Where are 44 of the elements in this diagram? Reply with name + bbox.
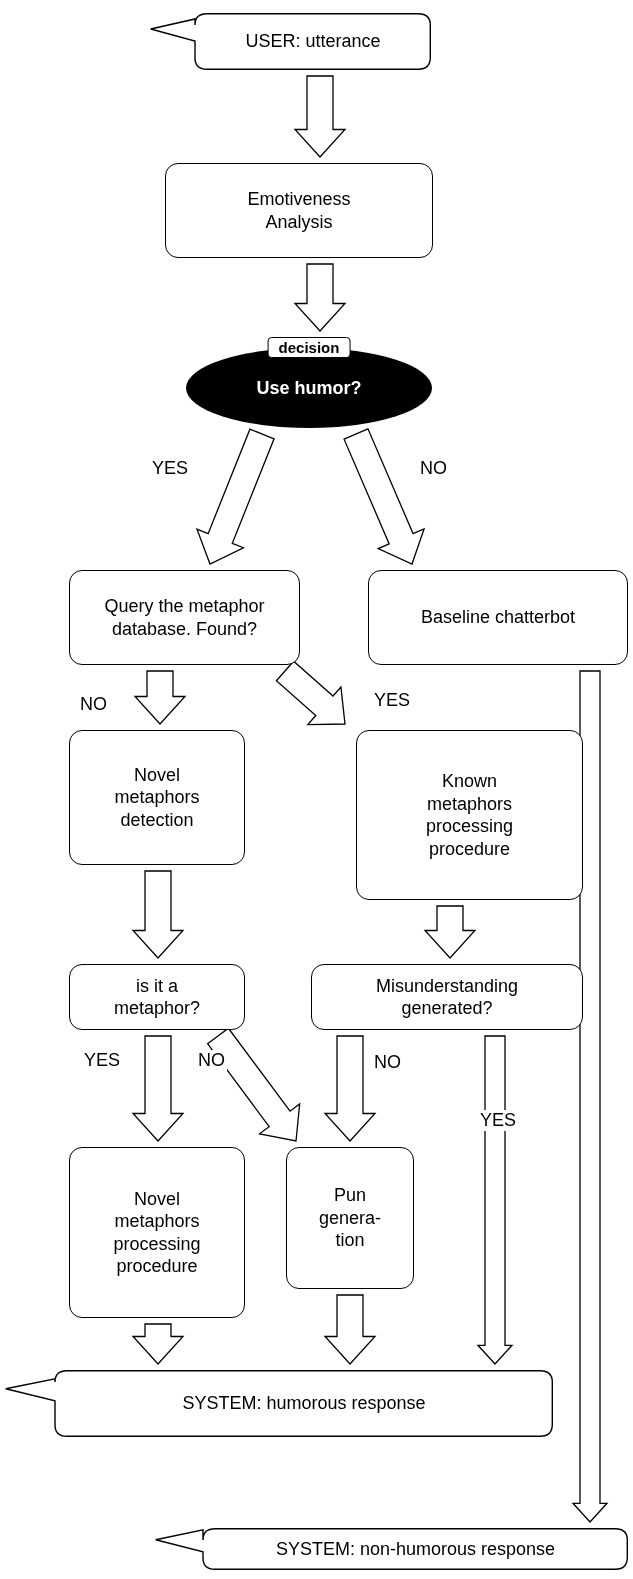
process-box — [165, 163, 433, 258]
process-box — [286, 1147, 414, 1289]
block-arrow — [195, 428, 275, 565]
box-text: Emotiveness Analysis — [246, 188, 352, 233]
block-arrow — [323, 1035, 377, 1142]
process-box — [69, 1147, 245, 1318]
block-arrow — [131, 1035, 185, 1142]
speech-bubble — [150, 13, 431, 70]
block-arrow — [571, 670, 609, 1523]
box-text: Novel metaphors detection — [113, 763, 201, 832]
edge-label: NO — [196, 1050, 227, 1071]
box-text: is it a metaphor? — [112, 974, 202, 1020]
block-arrow — [133, 670, 187, 725]
process-box — [69, 730, 245, 865]
block-arrow — [131, 1323, 185, 1365]
speech-bubble — [155, 1528, 628, 1570]
block-arrow — [293, 263, 347, 332]
bubble-text: USER: utterance — [245, 30, 381, 53]
box-text: Pun genera- tion — [317, 1184, 382, 1252]
block-arrow — [476, 1035, 514, 1365]
decision-ellipse — [186, 337, 432, 428]
box-text: Misunderstanding generated? — [374, 974, 520, 1020]
block-arrow — [343, 428, 426, 565]
decision-text: Use humor? — [256, 376, 362, 400]
box-text: Baseline chatterbot — [420, 606, 576, 629]
block-arrow — [206, 1027, 301, 1142]
speech-bubble — [5, 1370, 553, 1437]
block-arrow — [275, 660, 346, 726]
edge-label: YES — [478, 1110, 519, 1131]
box-text: Known metaphors processing procedure — [424, 770, 514, 860]
process-box — [356, 730, 583, 900]
box-text: Novel metaphors processing procedure — [112, 1187, 202, 1278]
process-box — [69, 964, 245, 1030]
bubble-text: SYSTEM: humorous response — [182, 1392, 426, 1415]
process-box — [368, 570, 628, 665]
block-arrow — [323, 1294, 377, 1365]
block-arrow — [131, 870, 185, 959]
process-box — [69, 570, 300, 665]
tag-label: decision — [267, 337, 351, 358]
block-arrow — [293, 75, 347, 158]
process-box — [311, 964, 583, 1030]
box-text: Query the metaphor database. Found? — [103, 595, 266, 640]
block-arrow — [423, 905, 477, 959]
bubble-text: SYSTEM: non-humorous response — [275, 1537, 556, 1561]
